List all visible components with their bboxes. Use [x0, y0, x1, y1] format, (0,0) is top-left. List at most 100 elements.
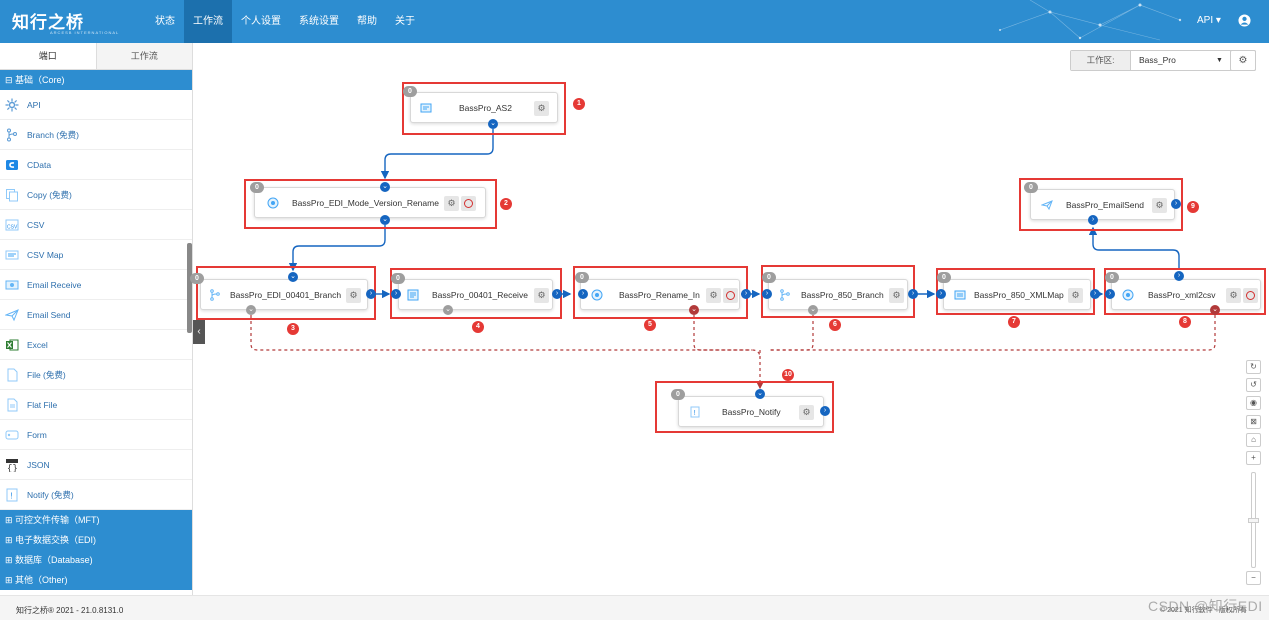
output-port-icon[interactable]: › [366, 289, 376, 299]
sidebar-item-csv[interactable]: CSV CSV [0, 210, 192, 240]
zoom-in-icon[interactable]: + [1246, 451, 1261, 465]
error-port-icon[interactable]: ⌄ [443, 305, 453, 315]
workflow-node-email-send[interactable]: BassPro_EmailSend ⚙ [1030, 189, 1175, 220]
category-other[interactable]: ⊞ 其他（Other) [0, 570, 192, 590]
gear-icon[interactable]: ⚙ [889, 288, 904, 303]
error-port-icon[interactable]: ⌄ [246, 305, 256, 315]
sidebar-item-file[interactable]: File (免费) [0, 360, 192, 390]
workspace-settings-gear-icon[interactable]: ⚙ [1230, 50, 1256, 71]
sidebar-item-notify[interactable]: ! Notify (免费) [0, 480, 192, 510]
input-port-icon[interactable]: ⌄ [380, 182, 390, 192]
output-port-icon[interactable]: › [820, 406, 830, 416]
nav-about[interactable]: 关于 [395, 16, 415, 27]
input-port-icon[interactable]: › [936, 289, 946, 299]
highlight-box [1019, 178, 1183, 231]
input-port-icon[interactable]: › [762, 289, 772, 299]
as2-icon [420, 103, 432, 113]
sidebar-item-api[interactable]: API [0, 90, 192, 120]
gear-icon[interactable]: ⚙ [444, 196, 459, 211]
input-port-icon[interactable]: ⌄ [288, 272, 298, 282]
gear-icon[interactable]: ⚙ [799, 405, 814, 420]
stop-icon[interactable] [723, 288, 738, 303]
error-port-icon[interactable]: ⌄ [808, 305, 818, 315]
nav-status[interactable]: 状态 [155, 16, 175, 27]
zoom-slider-handle[interactable] [1248, 518, 1259, 523]
svg-text:CSV: CSV [7, 224, 18, 230]
refresh-icon[interactable]: ↻ [1246, 360, 1261, 374]
sidebar-item-cdata[interactable]: CData [0, 150, 192, 180]
input-port-icon[interactable]: › [578, 289, 588, 299]
category-database[interactable]: ⊞ 数据库（Database) [0, 550, 192, 570]
app-logo[interactable]: 知行之桥 [12, 13, 84, 32]
input-port-icon[interactable]: ⌄ [755, 389, 765, 399]
home-icon[interactable]: ⌂ [1246, 433, 1261, 447]
gear-icon[interactable]: ⚙ [706, 288, 721, 303]
user-icon[interactable] [1238, 14, 1251, 27]
input-port-icon[interactable]: › [1088, 215, 1098, 225]
stop-icon[interactable] [1243, 288, 1258, 303]
sidebar-scrollbar[interactable] [187, 243, 192, 333]
category-core[interactable]: ⊟ 基础（Core) [0, 70, 192, 90]
nav-personal-settings[interactable]: 个人设置 [241, 16, 281, 27]
workflow-node-rename-in[interactable]: BassPro_Rename_In ⚙ [580, 279, 740, 310]
sidebar-collapse-button[interactable]: ‹ [193, 320, 205, 344]
gear-icon[interactable]: ⚙ [534, 101, 549, 116]
workflow-node-as2[interactable]: BassPro_AS2 ⚙ [410, 92, 558, 123]
sidebar-item-branch[interactable]: Branch (免费) [0, 120, 192, 150]
nav-help[interactable]: 帮助 [357, 16, 377, 27]
output-port-icon[interactable]: › [1171, 199, 1181, 209]
error-port-icon[interactable]: ⌄ [689, 305, 699, 315]
sidebar-item-copy[interactable]: Copy (免费) [0, 180, 192, 210]
eye-icon[interactable]: ◉ [1246, 396, 1261, 410]
workflow-node-notify[interactable]: ! BassPro_Notify ⚙ [678, 396, 824, 427]
csv-icon: CSV [5, 218, 19, 232]
workflow-node-edi-mode-version-rename[interactable]: BassPro_EDI_Mode_Version_Rename ⚙ [254, 187, 486, 218]
sidebar-item-label: Notify (免费) [27, 489, 74, 500]
input-port-icon[interactable]: › [391, 289, 401, 299]
output-port-icon[interactable]: ⌄ [380, 215, 390, 225]
zoom-out-icon[interactable]: − [1246, 571, 1261, 585]
workflow-node-00401-receive[interactable]: BassPro_00401_Receive ⚙ [398, 279, 553, 310]
sidebar-item-email-receive[interactable]: Email Receive [0, 270, 192, 300]
nav-system-settings[interactable]: 系统设置 [299, 16, 339, 27]
gear-icon[interactable]: ⚙ [1068, 288, 1083, 303]
output-port-icon[interactable]: ⌄ [488, 119, 498, 129]
node-label: BassPro_AS2 [459, 103, 512, 113]
output-port-icon[interactable]: › [908, 289, 918, 299]
api-dropdown[interactable]: API ▾ [1197, 15, 1221, 26]
sidebar-item-csv-map[interactable]: CSV Map [0, 240, 192, 270]
sidebar-item-label: Excel [27, 339, 48, 350]
node-label: BassPro_EDI_00401_Branch [230, 290, 342, 300]
sidebar-item-json[interactable]: {} JSON [0, 450, 192, 480]
tab-workflows[interactable]: 工作流 [96, 43, 192, 69]
category-mft[interactable]: ⊞ 可控文件传输（MFT) [0, 510, 192, 530]
error-port-icon[interactable]: ⌄ [1210, 305, 1220, 315]
gear-icon[interactable]: ⚙ [534, 288, 549, 303]
output-port-icon[interactable]: › [1174, 271, 1184, 281]
node-label: BassPro_850_XMLMap [974, 290, 1064, 300]
fit-screen-icon[interactable]: ⊠ [1246, 415, 1261, 429]
category-edi[interactable]: ⊞ 电子数据交换（EDI) [0, 530, 192, 550]
workflow-node-edi-00401-branch[interactable]: BassPro_EDI_00401_Branch ⚙ [200, 279, 368, 310]
undo-icon[interactable]: ↺ [1246, 378, 1261, 392]
nav-workflow[interactable]: 工作流 [184, 0, 232, 43]
email-send-icon [5, 308, 19, 322]
watermark: CSDN @知行EDI [1148, 598, 1263, 614]
gear-icon[interactable]: ⚙ [346, 288, 361, 303]
sidebar-item-email-send[interactable]: Email Send [0, 300, 192, 330]
sidebar-item-excel[interactable]: Excel [0, 330, 192, 360]
output-port-icon[interactable]: › [741, 289, 751, 299]
output-port-icon[interactable]: › [552, 289, 562, 299]
gear-icon[interactable]: ⚙ [1152, 198, 1167, 213]
output-port-icon[interactable]: › [1090, 289, 1100, 299]
workspace-selector[interactable]: 工作区: Bass_Pro ▼ [1070, 50, 1256, 71]
workflow-node-850-xmlmap[interactable]: BassPro_850_XMLMap ⚙ [943, 279, 1091, 310]
sidebar-item-flat-file[interactable]: Flat File [0, 390, 192, 420]
workflow-node-850-branch[interactable]: BassPro_850_Branch ⚙ [768, 279, 908, 310]
stop-icon[interactable] [461, 196, 476, 211]
input-port-icon[interactable]: › [1105, 289, 1115, 299]
sidebar-item-form[interactable]: Form [0, 420, 192, 450]
workflow-node-xml2csv[interactable]: BassPro_xml2csv ⚙ [1111, 279, 1261, 310]
gear-icon[interactable]: ⚙ [1226, 288, 1241, 303]
tab-ports[interactable]: 端口 [0, 43, 97, 69]
